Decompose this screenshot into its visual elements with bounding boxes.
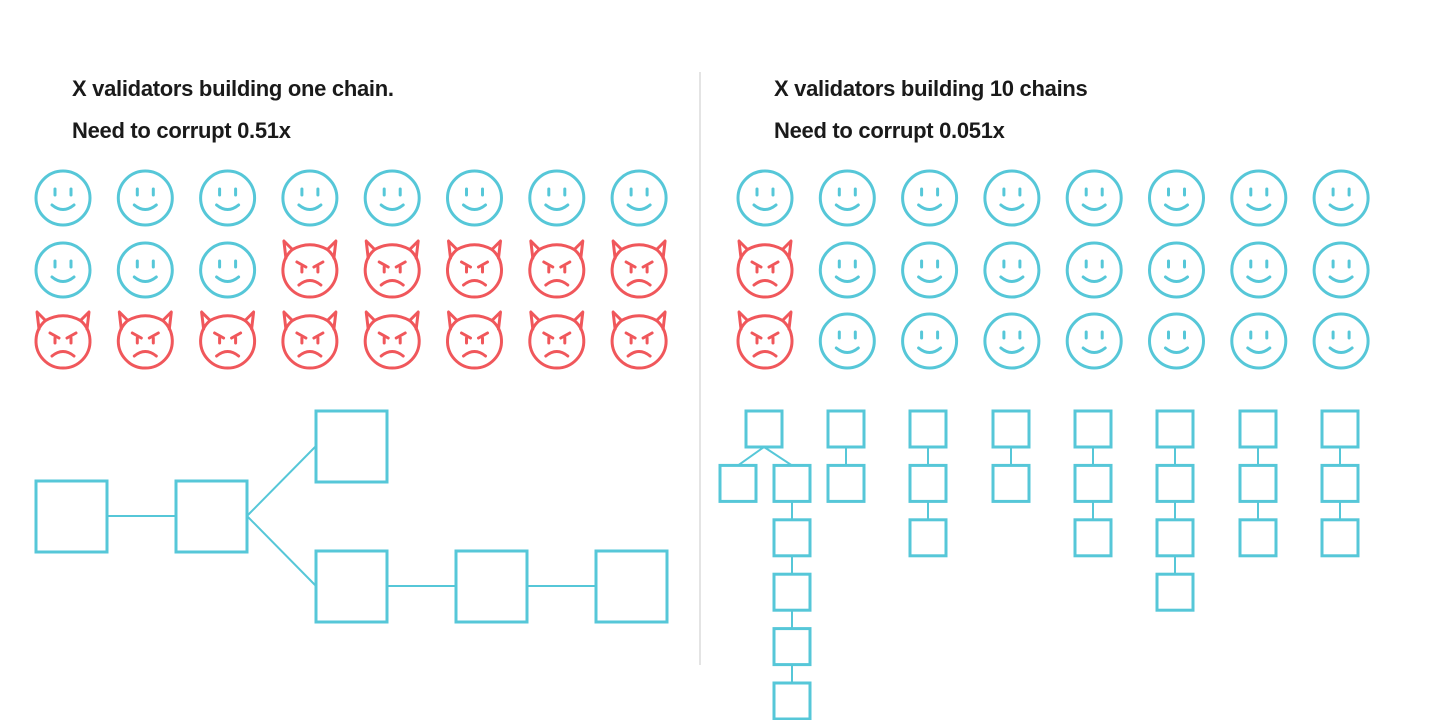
smiley-face-icon [1148, 312, 1205, 370]
smiley-face-icon [1065, 241, 1123, 299]
smiley-face-icon [363, 169, 421, 227]
smiley-face-icon [281, 169, 339, 227]
block [772, 627, 812, 667]
devil-face-icon [34, 310, 92, 370]
devil-face-icon [610, 310, 668, 370]
smiley-face-icon [1230, 241, 1288, 299]
block [34, 479, 109, 554]
block [174, 479, 249, 554]
devil-face-icon [446, 239, 503, 299]
block [1155, 409, 1195, 449]
smiley-face-icon [1312, 169, 1370, 227]
smiley-face-icon [983, 169, 1041, 227]
smiley-face-icon [199, 241, 257, 299]
smiley-face-icon [818, 312, 876, 370]
block [1155, 572, 1195, 612]
block [314, 549, 389, 624]
smiley-face-icon [1312, 312, 1370, 370]
block [1238, 518, 1278, 558]
right-subtitle: Need to corrupt 0.051x [774, 118, 1005, 143]
devil-face-icon [610, 239, 668, 299]
block [1238, 409, 1278, 449]
left-single-chain [34, 409, 669, 624]
devil-face-icon [116, 310, 174, 370]
devil-face-icon [363, 239, 421, 299]
smiley-face-icon [1230, 169, 1288, 227]
smiley-face-icon [116, 241, 174, 299]
block [454, 549, 529, 624]
smiley-face-icon [983, 312, 1041, 370]
smiley-face-icon [34, 169, 92, 227]
block-link [737, 446, 765, 467]
devil-face-icon [281, 310, 339, 370]
devil-face-icon [528, 310, 586, 370]
block [1320, 463, 1360, 503]
block [908, 463, 948, 503]
smiley-face-icon [528, 169, 586, 227]
block-link [763, 446, 793, 467]
smiley-face-icon [901, 241, 959, 299]
devil-face-icon [446, 310, 503, 370]
devil-face-icon [199, 310, 257, 370]
block [772, 518, 812, 558]
smiley-face-icon [1312, 241, 1370, 299]
block [1073, 463, 1113, 503]
block [1073, 518, 1113, 558]
block [772, 681, 812, 720]
devil-face-icon [528, 239, 586, 299]
smiley-face-icon [736, 169, 794, 227]
block [1238, 463, 1278, 503]
smiley-face-icon [1065, 312, 1123, 370]
block [1155, 463, 1195, 503]
smiley-face-icon [34, 241, 92, 299]
smiley-face-icon [199, 169, 257, 227]
devil-face-icon [736, 239, 794, 299]
block [1073, 409, 1113, 449]
right-validator-grid [736, 169, 1370, 370]
smiley-face-icon [610, 169, 668, 227]
block [718, 463, 758, 503]
smiley-face-icon [1230, 312, 1288, 370]
block [991, 409, 1031, 449]
block [908, 518, 948, 558]
right-ten-chains [718, 409, 1360, 720]
block [1320, 409, 1360, 449]
block [772, 572, 812, 612]
smiley-face-icon [901, 312, 959, 370]
block [772, 463, 812, 503]
smiley-face-icon [446, 169, 503, 227]
block [594, 549, 669, 624]
block [908, 409, 948, 449]
block-link [246, 445, 317, 517]
devil-face-icon [281, 239, 339, 299]
left-title: X validators building one chain. [72, 76, 394, 101]
smiley-face-icon [901, 169, 959, 227]
devil-face-icon [736, 310, 794, 370]
block [1155, 518, 1195, 558]
block [826, 409, 866, 449]
block [826, 463, 866, 503]
left-subtitle: Need to corrupt 0.51x [72, 118, 291, 143]
smiley-face-icon [983, 241, 1041, 299]
left-validator-grid [34, 169, 668, 370]
smiley-face-icon [818, 241, 876, 299]
block [991, 463, 1031, 503]
devil-face-icon [363, 310, 421, 370]
smiley-face-icon [1065, 169, 1123, 227]
smiley-face-icon [116, 169, 174, 227]
smiley-face-icon [1148, 241, 1205, 299]
block [744, 409, 784, 449]
right-title: X validators building 10 chains [774, 76, 1088, 101]
block-link [246, 515, 317, 587]
smiley-face-icon [818, 169, 876, 227]
block [314, 409, 389, 484]
block [1320, 518, 1360, 558]
smiley-face-icon [1148, 169, 1205, 227]
